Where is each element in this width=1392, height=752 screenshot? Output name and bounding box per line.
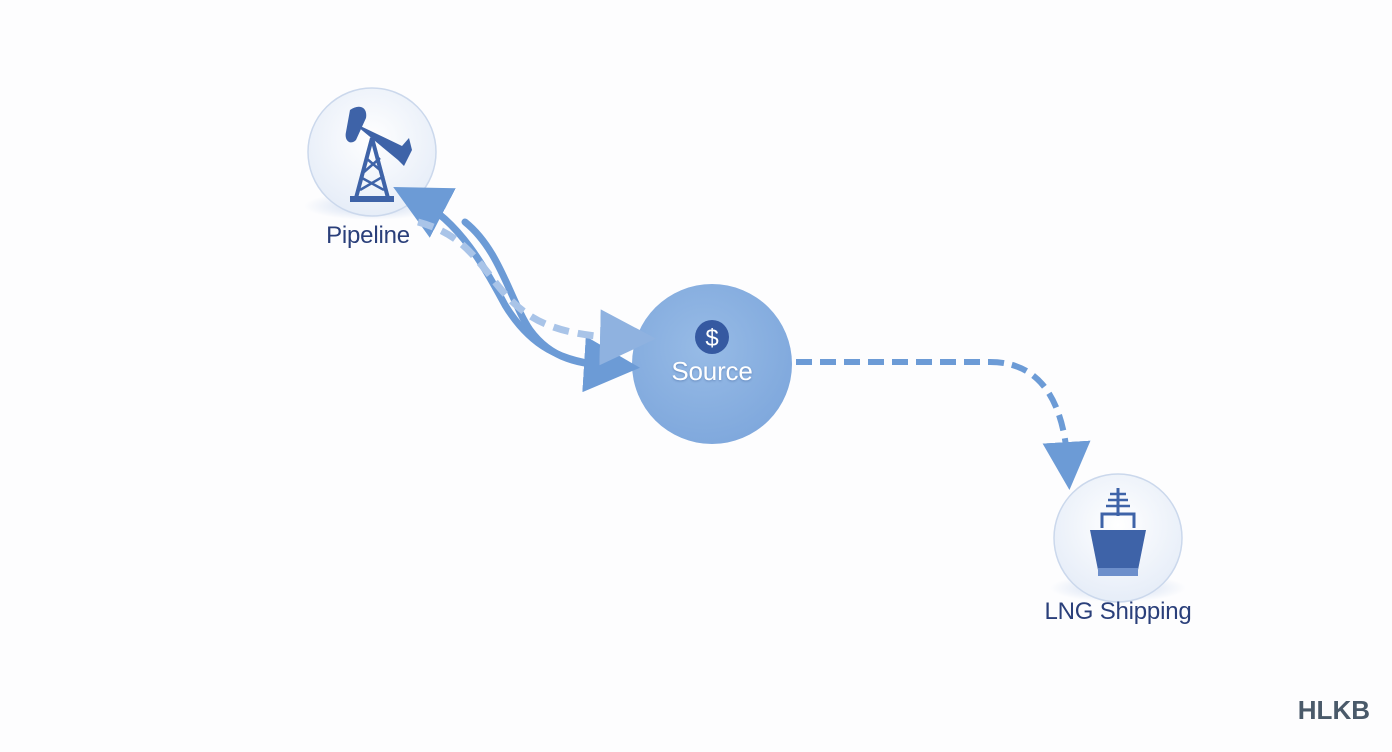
arrow-pipeline-to-source-solid	[461, 218, 640, 393]
source-label: Source	[671, 356, 753, 386]
dollar-icon: $	[695, 320, 729, 354]
watermark-logo: HLKB	[1297, 695, 1370, 725]
arrow-source-to-pipeline	[393, 186, 614, 370]
dollar-symbol: $	[705, 325, 718, 352]
ship-icon	[1090, 488, 1146, 576]
arrow-source-to-lng-shipping	[796, 359, 1091, 490]
source-node[interactable]: $	[632, 284, 792, 444]
lng-shipping-node[interactable]	[1050, 473, 1186, 603]
lng-shipping-label: LNG Shipping	[1044, 598, 1192, 625]
source-node-circle	[632, 284, 792, 444]
oil-pumpjack-icon	[345, 106, 412, 202]
arrow-pipeline-to-source-dashed	[417, 218, 656, 366]
pipeline-node[interactable]	[304, 87, 440, 220]
pipeline-label: Pipeline	[326, 222, 410, 249]
pipeline-node-circle	[307, 87, 437, 217]
